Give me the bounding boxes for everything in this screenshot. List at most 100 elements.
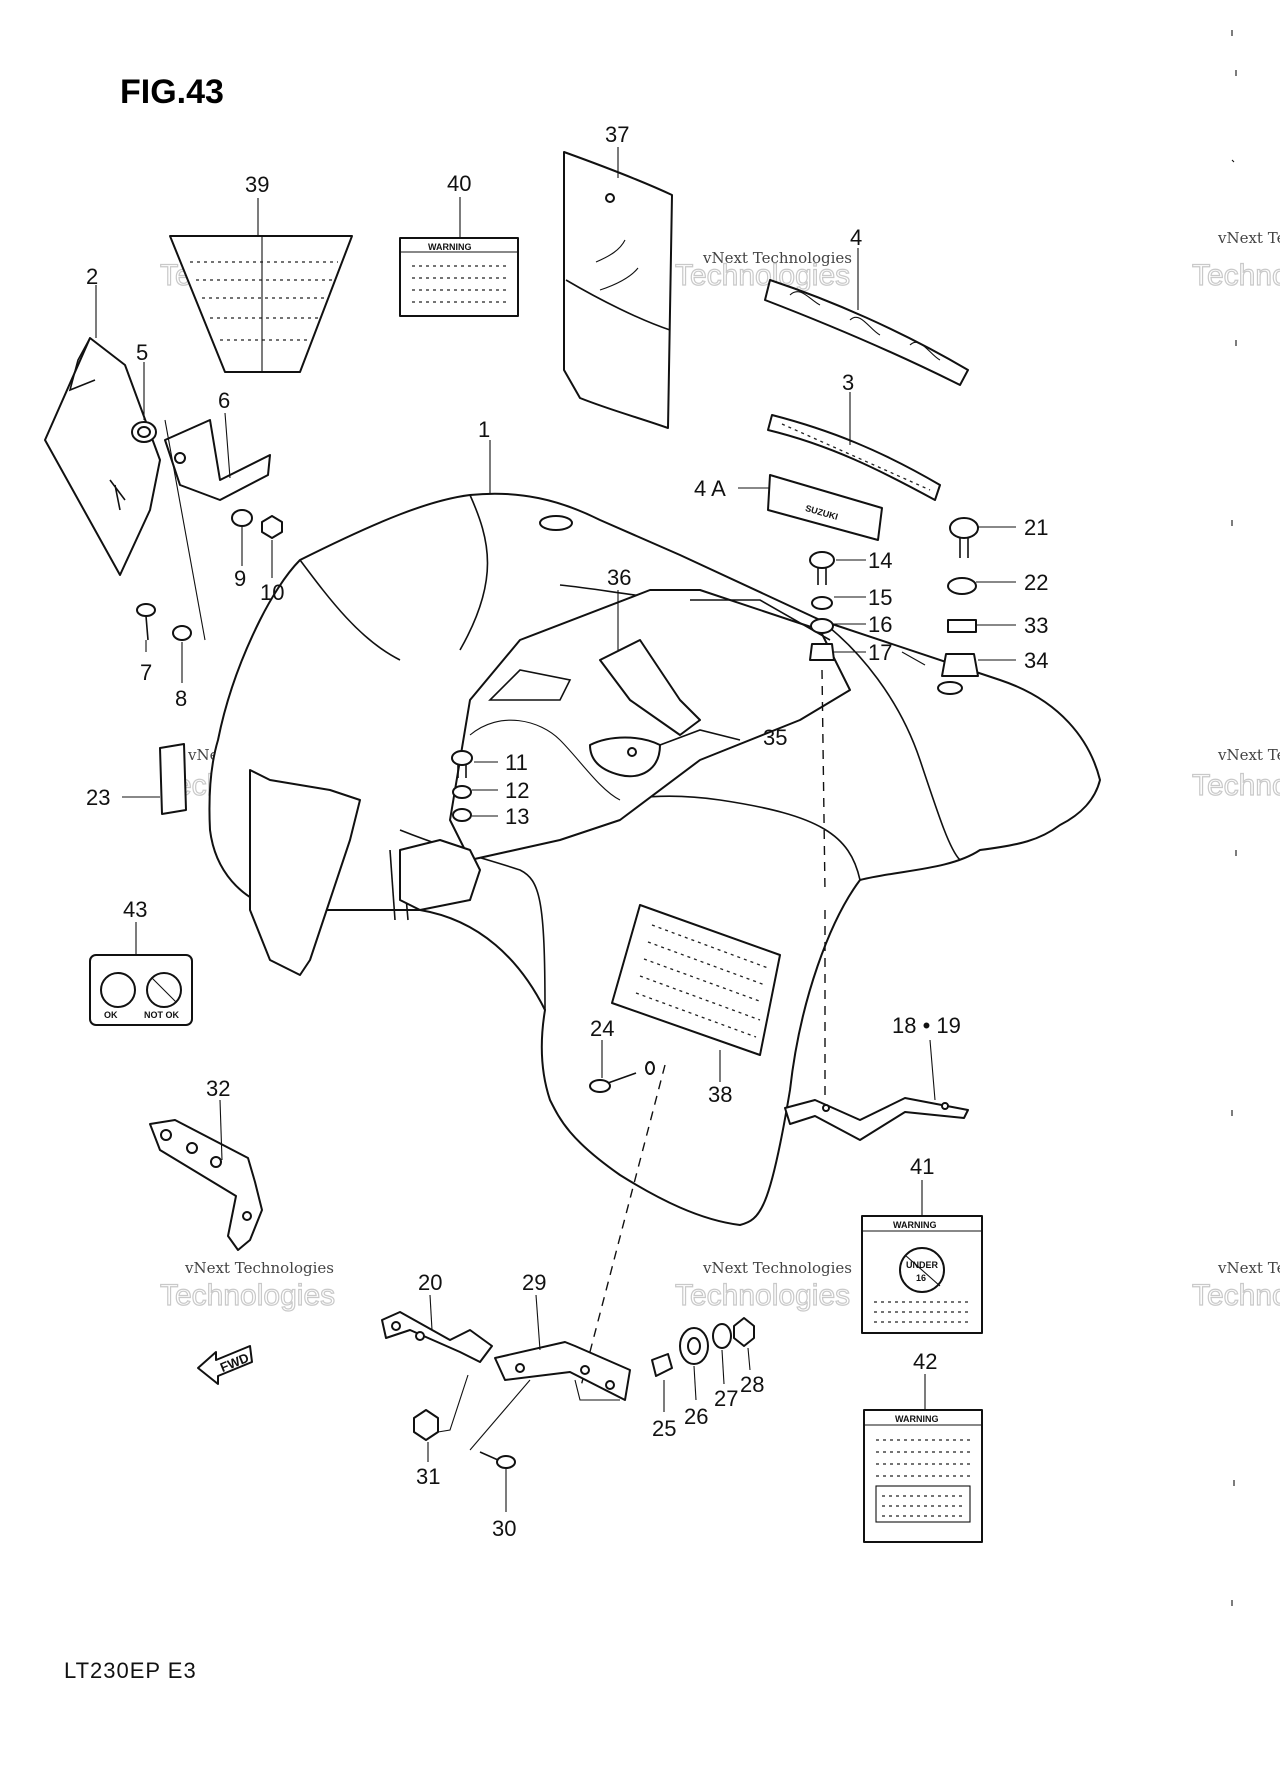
callout-43: 43 bbox=[123, 897, 147, 922]
mud-flap-37 bbox=[563, 151, 673, 429]
watermark-line2: Technologies bbox=[675, 259, 850, 292]
watermark-line1: vNext Technologies bbox=[184, 1259, 334, 1277]
washer-27 bbox=[712, 1323, 732, 1349]
model-code: LT230EP E3 bbox=[64, 1658, 197, 1683]
leader-28 bbox=[747, 1347, 751, 1371]
leader-26 bbox=[693, 1365, 697, 1401]
decal-warning-text: WARNING bbox=[893, 1220, 937, 1230]
callout-23: 23 bbox=[86, 785, 110, 810]
callout-41: 41 bbox=[910, 1154, 934, 1179]
washer-9 bbox=[231, 509, 253, 527]
decal-warning-text: WARNING bbox=[428, 242, 472, 252]
bracket-20 bbox=[381, 1311, 493, 1363]
callout-5: 5 bbox=[136, 340, 148, 365]
watermark-mid-right: vNext Technologies Technologies bbox=[1191, 746, 1280, 803]
callout-14: 14 bbox=[868, 548, 892, 573]
callout-22: 22 bbox=[1024, 570, 1048, 595]
pad-23 bbox=[159, 743, 187, 815]
callout-20: 20 bbox=[418, 1270, 442, 1295]
callout-36: 36 bbox=[607, 565, 631, 590]
watermark-line2: Technologies bbox=[1192, 1279, 1280, 1312]
callout-4a: 4 A bbox=[694, 476, 726, 501]
strap-36 bbox=[589, 639, 701, 778]
washer-16 bbox=[810, 618, 834, 634]
decal-warning-text: WARNING bbox=[895, 1414, 939, 1424]
nut-13 bbox=[452, 808, 472, 822]
dash-line-24 bbox=[579, 1064, 666, 1391]
callout-2: 2 bbox=[86, 264, 98, 289]
warning-decal-40: WARNING bbox=[399, 237, 519, 317]
decal-not-ok-text: NOT OK bbox=[144, 1010, 179, 1020]
bolt-14 bbox=[809, 551, 835, 585]
watermark-top-middle: vNext Technologies Technologies bbox=[674, 249, 852, 293]
callout-33: 33 bbox=[1024, 613, 1048, 638]
wire-loop bbox=[469, 719, 621, 801]
callout-16: 16 bbox=[868, 612, 892, 637]
grommet-26-inner bbox=[687, 1337, 701, 1355]
emblem-3 bbox=[767, 414, 941, 501]
leader-32 bbox=[219, 1099, 223, 1161]
callout-42: 42 bbox=[913, 1349, 937, 1374]
watermark-line1: vNext Technologies bbox=[702, 1259, 852, 1277]
callout-4: 4 bbox=[850, 225, 862, 250]
watermark-line2: Technologies bbox=[1192, 769, 1280, 802]
callout-3: 3 bbox=[842, 370, 854, 395]
watermark-line2: Technologies bbox=[1192, 259, 1280, 292]
bracket-6 bbox=[164, 419, 271, 501]
grommet-5 bbox=[131, 421, 157, 443]
watermark-line1: vNext Technologies bbox=[702, 249, 852, 267]
bolt-11 bbox=[451, 750, 473, 778]
watermark-bottom-left: vNext Technologies Technologies bbox=[159, 1259, 335, 1313]
callout-39: 39 bbox=[245, 172, 269, 197]
watermark-line1: vNext Technologies bbox=[1217, 746, 1280, 764]
watermark-bottom-right: vNext Technologies Technologies bbox=[1191, 1259, 1280, 1313]
collar-33 bbox=[947, 619, 977, 633]
leader-31b bbox=[437, 1374, 469, 1433]
leader-29b bbox=[574, 1379, 620, 1401]
callout-6: 6 bbox=[218, 388, 230, 413]
fwd-text: FWD bbox=[218, 1350, 251, 1375]
nut-10 bbox=[261, 515, 283, 539]
screw-7 bbox=[136, 603, 156, 641]
grommet-34 bbox=[941, 653, 979, 677]
callout-7: 7 bbox=[140, 660, 152, 685]
callout-10: 10 bbox=[260, 580, 284, 605]
nut-28 bbox=[733, 1317, 755, 1347]
callout-38: 38 bbox=[708, 1082, 732, 1107]
scan-edge-marks bbox=[1231, 30, 1237, 1606]
callout-26: 26 bbox=[684, 1404, 708, 1429]
washer-8 bbox=[172, 625, 192, 641]
emblem-4a: SUZUKI bbox=[767, 474, 883, 541]
bracket-29 bbox=[494, 1341, 631, 1401]
washer-22 bbox=[947, 577, 977, 595]
reflector-decal-39 bbox=[169, 235, 353, 373]
decal-age-text: 16 bbox=[916, 1273, 926, 1283]
callout-12: 12 bbox=[505, 778, 529, 803]
bracket-18-19 bbox=[784, 1097, 969, 1141]
warning-decal-41: WARNING UNDER 16 bbox=[861, 1215, 983, 1334]
emblem-4 bbox=[764, 279, 969, 386]
decal-ok-text: OK bbox=[104, 1010, 118, 1020]
callout-40: 40 bbox=[447, 171, 471, 196]
leader-30b bbox=[469, 1379, 531, 1451]
watermark-top-right: vNext Technologies Technologies bbox=[1191, 229, 1280, 293]
screw-30 bbox=[479, 1451, 516, 1469]
warning-decal-42: WARNING bbox=[863, 1409, 983, 1543]
watermark-bottom-middle: vNext Technologies Technologies bbox=[674, 1259, 852, 1313]
washer-12 bbox=[452, 785, 472, 799]
collar-25 bbox=[651, 1353, 673, 1377]
leader-20 bbox=[429, 1294, 433, 1331]
bolt-21 bbox=[949, 517, 979, 558]
callout-1: 1 bbox=[478, 417, 490, 442]
warning-decal-43: OK NOT OK bbox=[89, 954, 193, 1026]
leader-2b bbox=[164, 419, 206, 641]
bracket-32 bbox=[149, 1119, 263, 1251]
leader-18-19 bbox=[929, 1039, 936, 1101]
decal-under-text: UNDER bbox=[906, 1260, 939, 1270]
callout-8: 8 bbox=[175, 686, 187, 711]
watermark-line2: Technologies bbox=[675, 1279, 850, 1312]
callout-18-19: 18 • 19 bbox=[892, 1013, 961, 1038]
callout-34: 34 bbox=[1024, 648, 1048, 673]
dash-line-17 bbox=[821, 669, 826, 893]
